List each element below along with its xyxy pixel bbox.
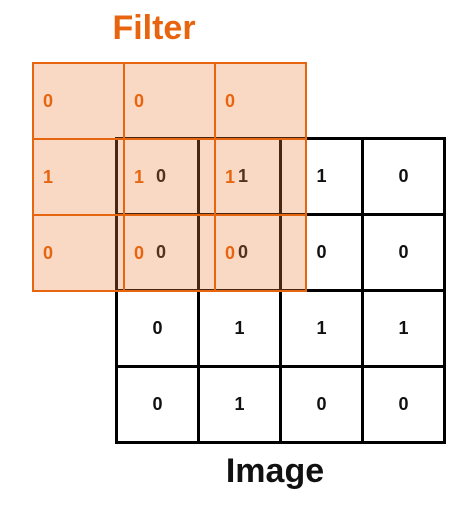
filter-row: 1 1 1 (32, 138, 307, 216)
image-cell: 0 (361, 213, 446, 292)
image-title: Image (225, 452, 325, 490)
filter-cell: 0 (214, 62, 307, 140)
filter-cell: 1 (214, 138, 307, 216)
filter-row: 0 0 0 (32, 214, 307, 292)
filter-grid: 0 0 0 1 1 1 0 0 0 (32, 62, 307, 292)
image-row: 0 1 1 1 (115, 289, 446, 368)
image-cell-value: 1 (234, 318, 245, 338)
image-cell: 0 (115, 289, 200, 368)
filter-cell-value: 1 (43, 166, 54, 187)
image-cell: 1 (361, 289, 446, 368)
image-cell-value: 1 (316, 318, 327, 338)
filter-cell: 0 (32, 214, 125, 292)
filter-cell: 0 (214, 214, 307, 292)
filter-title: Filter (112, 9, 196, 47)
image-cell: 1 (197, 289, 282, 368)
image-cell: 1 (197, 365, 282, 444)
filter-cell-value: 0 (134, 90, 145, 111)
image-cell-value: 1 (316, 166, 327, 186)
image-cell-value: 0 (398, 166, 409, 186)
filter-cell-value: 0 (43, 242, 54, 263)
image-cell-value: 0 (152, 318, 163, 338)
filter-cell-value: 0 (134, 242, 145, 263)
filter-cell-value: 1 (225, 166, 236, 187)
image-cell-value: 1 (234, 394, 245, 414)
image-cell-value: 0 (398, 394, 409, 414)
filter-cell: 1 (123, 138, 216, 216)
filter-cell-value: 0 (225, 242, 236, 263)
image-cell: 1 (279, 289, 364, 368)
filter-cell-value: 1 (134, 166, 145, 187)
image-cell: 0 (361, 365, 446, 444)
filter-row: 0 0 0 (32, 62, 307, 140)
filter-cell-value: 0 (225, 90, 236, 111)
filter-cell: 0 (32, 62, 125, 140)
filter-cell: 0 (123, 62, 216, 140)
filter-cell: 0 (123, 214, 216, 292)
image-cell: 0 (115, 365, 200, 444)
image-cell: 0 (361, 137, 446, 216)
image-cell: 0 (279, 365, 364, 444)
filter-cell: 1 (32, 138, 125, 216)
image-cell-value: 0 (316, 242, 327, 262)
filter-cell-value: 0 (43, 90, 54, 111)
image-cell-value: 0 (398, 242, 409, 262)
image-cell-value: 1 (398, 318, 409, 338)
image-cell-value: 0 (316, 394, 327, 414)
image-cell-value: 0 (152, 394, 163, 414)
image-row: 0 1 0 0 (115, 365, 446, 444)
